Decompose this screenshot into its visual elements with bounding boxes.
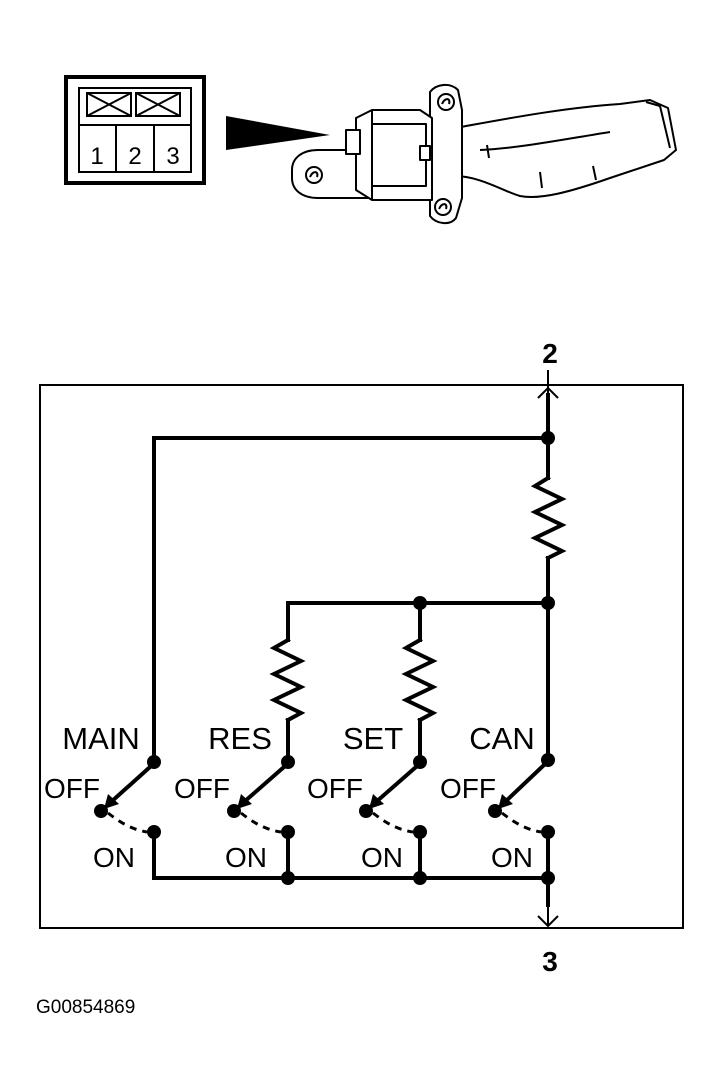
switch-label-main: MAIN [62,721,140,756]
pointer-arrow [226,116,330,150]
on-label-main: ON [93,842,135,873]
figure-code: G00854869 [36,997,135,1018]
switch-label-res: RES [208,721,272,756]
switch-set [359,755,427,839]
resistor-res [269,637,306,723]
junction-dot [413,596,427,610]
terminal-2-arrow [537,370,559,399]
resistor-set [401,637,438,723]
off-label-main: OFF [44,773,100,804]
on-label-set: ON [361,842,403,873]
connector-pin-2: 2 [128,143,141,170]
junction-dot [281,871,295,885]
switch-label-can: CAN [469,721,534,756]
switch-can [488,753,555,839]
terminal-3-label: 3 [542,946,558,977]
cruise-lever-illustration [291,84,677,224]
on-label-can: ON [491,842,533,873]
off-label-res: OFF [174,773,230,804]
connector-pin-1: 1 [90,143,103,170]
junction-dot [541,871,555,885]
terminal-3-arrow [537,905,559,928]
connector-pin-3: 3 [166,143,179,170]
junctions [281,431,555,885]
on-label-res: ON [225,842,267,873]
terminal-2-label: 2 [542,338,558,369]
off-label-set: OFF [307,773,363,804]
switch-res [227,755,295,839]
off-label-can: OFF [440,773,496,804]
junction-dot [541,431,555,445]
junction-dot [413,871,427,885]
empty-cavity-1 [86,92,132,117]
wiring [152,393,567,907]
switch-label-set: SET [343,721,403,756]
resistor-main [530,475,567,561]
empty-cavity-2 [135,92,181,117]
schematic-frame [39,384,684,929]
connector-face: 1 2 3 [64,75,206,185]
switch-main [94,755,161,839]
junction-dot [541,596,555,610]
